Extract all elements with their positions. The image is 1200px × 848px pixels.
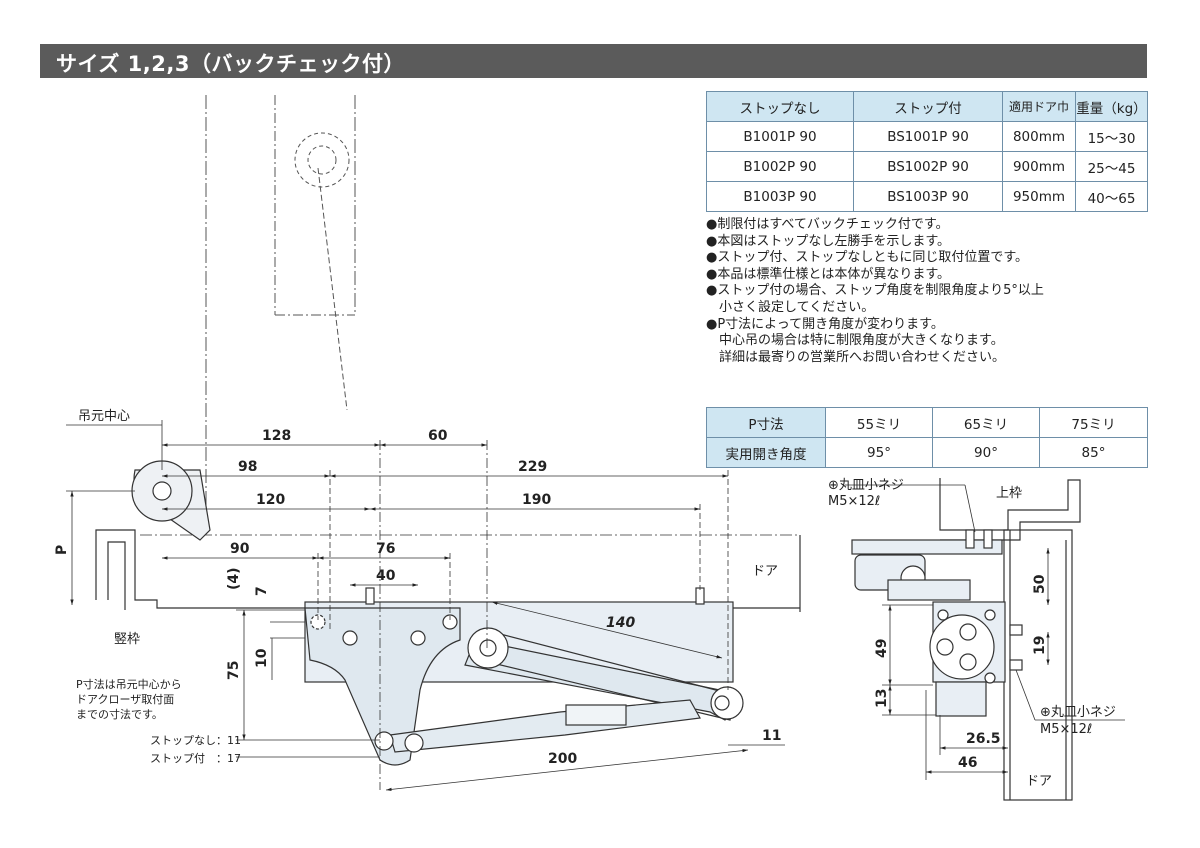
screw-label-top: ⊕丸皿小ネジ <box>828 478 904 493</box>
p-note-line: P寸法は吊元中心から <box>76 677 182 691</box>
dim-p: P <box>54 545 70 555</box>
table-cell: 950mm <box>1002 181 1076 212</box>
dim-98: 98 <box>238 459 257 475</box>
dim-128: 128 <box>262 428 291 444</box>
note-item: ●本品は標準仕様とは本体が異なります。 <box>706 266 951 282</box>
dim-10: 10 <box>254 648 270 668</box>
table-cell: B1001P 90 <box>706 121 854 152</box>
note-item: ●P寸法によって開き角度が変わります。 <box>706 316 944 332</box>
model-spec-table: ストップなし ストップ付 適用ドア巾 重量（kg） B1001P 90 BS10… <box>706 91 1148 212</box>
dim-11: 11 <box>762 728 781 744</box>
page-title: サイズ 1,2,3（バックチェック付） <box>56 52 405 76</box>
note-item: 中心吊の場合は特に制限角度が大きくなります。 <box>719 333 1004 349</box>
note-item: 詳細は最寄りの営業所へお問い合わせください。 <box>719 349 1006 365</box>
note-item: ●ストップ付、ストップなしともに同じ取付位置です。 <box>706 250 1029 266</box>
dim-75: 75 <box>226 661 242 680</box>
table-cell: BS1001P 90 <box>853 121 1003 152</box>
table-cell: 800mm <box>1002 121 1076 152</box>
table-cell: 85° <box>1039 437 1148 468</box>
header-bar <box>40 44 1147 78</box>
table-cell: BS1003P 90 <box>853 181 1003 212</box>
dim-26-5: 26.5 <box>966 731 1001 747</box>
table-row: B1003P 90 BS1003P 90 950mm 40〜65 <box>706 181 1148 212</box>
dimension-lines <box>66 420 785 792</box>
frame-label: 竪枠 <box>114 632 140 647</box>
table-cell: 25〜45 <box>1075 151 1148 182</box>
table-cell: 実用開き角度 <box>706 437 826 468</box>
hinge-center-label: 吊元中心 <box>78 409 130 424</box>
side-view <box>851 478 1081 801</box>
dim-60: 60 <box>428 428 448 444</box>
table-cell: 90° <box>932 437 1040 468</box>
dim-200: 200 <box>548 751 577 767</box>
door-label: ドア <box>752 564 778 579</box>
dim-120: 120 <box>256 492 285 508</box>
dim-140: 140 <box>606 615 635 631</box>
dim-50: 50 <box>1032 574 1048 594</box>
screw-spec-bottom: M5×12ℓ <box>1040 722 1092 737</box>
side-view-dimensions <box>845 484 1125 780</box>
col-header: ストップ付 <box>853 91 1003 122</box>
frame-outline <box>95 460 801 612</box>
door-closer-front <box>304 587 744 766</box>
note-item: ●制限付はすべてバックチェック付です。 <box>706 217 949 232</box>
top-frame-label: 上枠 <box>996 486 1022 501</box>
table-cell: B1003P 90 <box>706 181 854 212</box>
table-cell: 15〜30 <box>1075 121 1148 152</box>
dim-190: 190 <box>522 492 551 508</box>
table-header-row: ストップなし ストップ付 適用ドア巾 重量（kg） <box>706 91 1148 122</box>
table-cell: BS1002P 90 <box>853 151 1003 182</box>
dim-13: 13 <box>874 689 890 708</box>
dimension-labels: 吊元中心 128 60 98 229 120 190 90 76 40 140 … <box>54 409 781 767</box>
dim-90: 90 <box>230 541 250 557</box>
table-cell: B1002P 90 <box>706 151 854 182</box>
table-cell: 65ミリ <box>932 407 1040 438</box>
p-dimension-table: P寸法 55ミリ 65ミリ 75ミリ 実用開き角度 95° 90° 85° <box>706 407 1148 468</box>
dim-7: 7 <box>254 586 270 596</box>
table-row: B1001P 90 BS1001P 90 800mm 15〜30 <box>706 121 1148 152</box>
side-view-labels: ⊕丸皿小ネジ M5×12ℓ 上枠 ⊕丸皿小ネジ M5×12ℓ ドア 50 19 … <box>828 478 1116 789</box>
note-item: ●本図はストップなし左勝手を示します。 <box>706 233 951 249</box>
dim-229: 229 <box>518 459 547 475</box>
screw-label-bottom: ⊕丸皿小ネジ <box>1040 705 1116 720</box>
stop-none-label: ストップなし：11 <box>150 734 241 747</box>
dim-49: 49 <box>874 639 890 658</box>
side-door-label: ドア <box>1026 774 1052 789</box>
notes-list: ●制限付はすべてバックチェック付です。 ●本図はストップなし左勝手を示します。 … <box>706 217 1044 366</box>
p-note-line: までの寸法です。 <box>76 707 163 721</box>
dim-40: 40 <box>376 568 396 584</box>
stop-with-label: ストップ付 ：17 <box>150 752 241 765</box>
p-note-line: ドアクローザ取付面 <box>76 693 174 706</box>
col-header: ストップなし <box>706 91 854 122</box>
table-row: 実用開き角度 95° 90° 85° <box>706 437 1148 468</box>
table-cell: 900mm <box>1002 151 1076 182</box>
dim-76: 76 <box>376 541 395 557</box>
note-item: 小さく設定してください。 <box>719 299 875 315</box>
col-header: 重量（kg） <box>1075 91 1148 122</box>
dim-19: 19 <box>1032 636 1048 655</box>
dim-4: (4) <box>226 567 242 590</box>
table-row: B1002P 90 BS1002P 90 900mm 25〜45 <box>706 151 1148 182</box>
dim-46: 46 <box>958 755 977 771</box>
screw-spec-top: M5×12ℓ <box>828 494 880 509</box>
door-swing-view <box>205 95 356 520</box>
note-item: ●ストップ付の場合、ストップ角度を制限角度より5°以上 <box>706 283 1044 299</box>
table-cell: 40〜65 <box>1075 181 1148 212</box>
col-header: 適用ドア巾 <box>1002 91 1076 122</box>
table-cell: P寸法 <box>706 407 826 438</box>
